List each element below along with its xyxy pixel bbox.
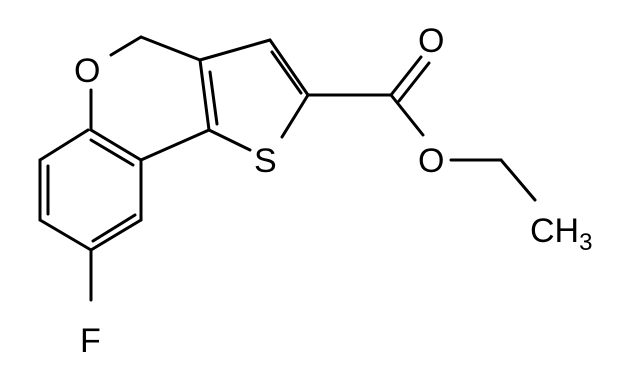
bond-cco-oester — [389, 93, 425, 137]
sulfur-label: S — [254, 142, 277, 180]
bond-c9b-c9a — [139, 128, 211, 162]
bond-c3a-c9a-inner — [208, 70, 219, 126]
bond-c9b-c8a-inner — [89, 138, 135, 167]
ethyl-ester-group — [306, 55, 537, 202]
fluorine-label: F — [80, 322, 101, 360]
bond-ch2-c3a — [139, 35, 202, 62]
benzene-ring — [38, 128, 143, 252]
bond-c6-c7 — [38, 218, 93, 252]
pyran-ring — [89, 35, 211, 162]
bond-c9b-c8a — [89, 128, 143, 162]
bond-c3a-c3 — [198, 38, 272, 62]
bond-c7-c8 — [89, 218, 143, 252]
bond-cco-o-double-b — [397, 61, 431, 103]
thiophene-ring — [198, 38, 310, 152]
bond-c3-c2 — [268, 38, 310, 97]
bond-c8a-c5 — [38, 128, 90, 162]
bond-c7-c8-inner — [91, 213, 137, 243]
bond-c9a-s — [207, 128, 252, 152]
bond-ch2-ch3 — [499, 158, 537, 202]
bond-c2-s — [280, 93, 310, 139]
methyl-subscript-label: 3 — [579, 229, 592, 256]
methyl-label: CH3 — [530, 212, 592, 256]
bond-c3a-c9a — [198, 58, 211, 132]
bond-o-ch2 — [109, 35, 143, 57]
carbonyl-oxygen-label: O — [418, 22, 444, 60]
bond-c3-c2-inner — [270, 50, 303, 95]
ester-oxygen-label: O — [418, 142, 444, 180]
bond-cco-o-double-a — [389, 55, 423, 97]
ring-oxygen-label: O — [74, 52, 100, 90]
methyl-main-label: CH — [530, 212, 579, 250]
